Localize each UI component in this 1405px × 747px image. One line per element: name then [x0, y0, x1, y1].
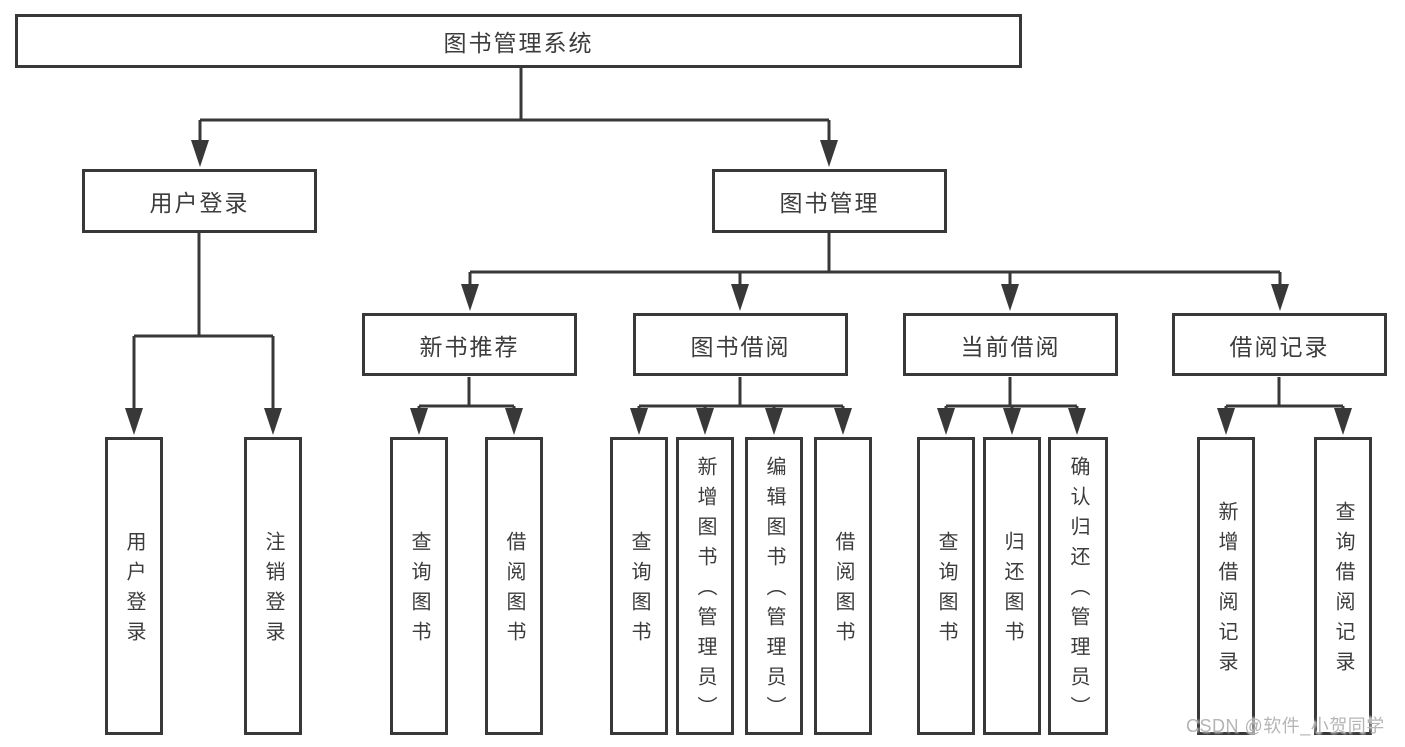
leaf-query-books: 查询图书: [917, 437, 975, 735]
node-book-borrowing: 图书借阅: [633, 313, 848, 376]
node-user-login: 用户登录: [82, 169, 317, 233]
leaf-query-books: 查询图书: [610, 437, 668, 735]
node-label: 新增图书（管理员）: [694, 456, 716, 726]
leaf-borrow-books: 借阅图书: [814, 437, 872, 735]
leaf-add-borrow-record: 新增借阅记录: [1197, 437, 1255, 735]
leaf-user-login: 用户登录: [105, 437, 163, 735]
csdn-watermark: CSDN @软件_小贺同学: [1186, 716, 1385, 736]
leaf-query-borrow-record: 查询借阅记录: [1314, 437, 1372, 735]
node-label: 用户登录: [123, 531, 145, 651]
node-label: 图书管理: [779, 190, 880, 216]
node-label: 归还图书: [1001, 531, 1023, 651]
node-borrowing-records: 借阅记录: [1172, 313, 1387, 376]
node-label: 借阅图书: [832, 531, 854, 651]
node-label: 查询借阅记录: [1332, 501, 1354, 681]
node-label: 查询图书: [628, 531, 650, 651]
node-label: 新增借阅记录: [1215, 501, 1237, 681]
leaf-borrow-books: 借阅图书: [485, 437, 543, 735]
node-label: 图书管理系统: [443, 30, 594, 56]
node-label: 借阅图书: [503, 531, 525, 651]
node-label: 新书推荐: [419, 333, 520, 360]
leaf-query-books: 查询图书: [390, 437, 448, 735]
node-current-borrowing: 当前借阅: [903, 313, 1118, 376]
leaf-add-books-admin: 新增图书（管理员）: [676, 437, 734, 735]
node-label: 当前借阅: [960, 333, 1061, 360]
leaf-confirm-return-admin: 确认归还（管理员）: [1048, 437, 1108, 735]
node-label: 编辑图书（管理员）: [763, 456, 785, 726]
node-book-management: 图书管理: [712, 169, 947, 233]
node-label: 查询图书: [935, 531, 957, 651]
leaf-return-books: 归还图书: [983, 437, 1041, 735]
node-label: 注销登录: [262, 531, 284, 651]
leaf-logout: 注销登录: [244, 437, 302, 735]
arrowhead-group: [125, 140, 1352, 435]
leaf-edit-books-admin: 编辑图书（管理员）: [745, 437, 803, 735]
node-label: 图书借阅: [690, 333, 791, 360]
node-label: 借阅记录: [1229, 333, 1330, 360]
node-library-management-system: 图书管理系统: [15, 14, 1022, 68]
node-label: 查询图书: [408, 531, 430, 651]
node-label: 确认归还（管理员）: [1067, 456, 1089, 726]
node-new-book-recommendation: 新书推荐: [362, 313, 577, 376]
node-label: 用户登录: [149, 190, 250, 216]
